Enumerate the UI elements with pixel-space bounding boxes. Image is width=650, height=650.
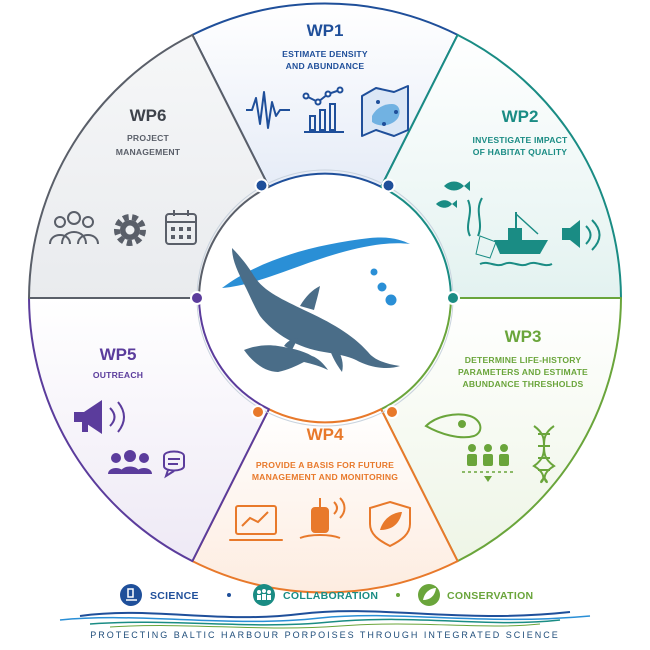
acoustic-waveform-icon bbox=[246, 91, 290, 129]
wp3-description-line-1: DETERMINE LIFE-HISTORY bbox=[465, 355, 582, 365]
fish-icon bbox=[436, 181, 470, 208]
segment-wp6 bbox=[28, 33, 270, 299]
wp5-content: WP5 OUTREACH bbox=[74, 345, 185, 479]
wp4-description-line-2: MANAGEMENT AND MONITORING bbox=[252, 472, 398, 482]
porpoise-skull-icon bbox=[424, 413, 482, 439]
separator-dot bbox=[227, 593, 231, 597]
wp1-title: WP1 bbox=[307, 21, 344, 40]
pillar-collaboration-label: COLLABORATION bbox=[283, 590, 378, 602]
bubble bbox=[370, 268, 378, 276]
pillar-science: SCIENCE bbox=[120, 584, 199, 606]
wp4-description-line-1: PROVIDE A BASIS FOR FUTURE bbox=[256, 460, 394, 470]
pillar-science-label: SCIENCE bbox=[150, 590, 199, 602]
pillar-conservation: CONSERVATION bbox=[418, 584, 533, 606]
connector-dot-wp1-left bbox=[254, 178, 269, 193]
fishing-vessel-icon bbox=[475, 212, 553, 267]
dorsal-fin bbox=[300, 286, 320, 310]
wp1-description-line-2: AND ABUNDANCE bbox=[286, 61, 365, 71]
chat-bubble-icon bbox=[163, 450, 185, 479]
calendar-icon bbox=[165, 210, 197, 245]
segment-wp3 bbox=[380, 297, 622, 563]
segment-wp4 bbox=[191, 408, 459, 594]
megaphone-icon bbox=[74, 400, 125, 434]
wp2-content: WP2 INVESTIGATE IMPACT OF HABITAT QUALIT… bbox=[436, 107, 601, 267]
connector-dot-wp1-right bbox=[381, 178, 396, 193]
seaweed-icon bbox=[467, 197, 483, 237]
wp5-description: OUTREACH bbox=[93, 370, 143, 380]
laptop-chart-icon bbox=[229, 505, 283, 541]
wp6-title: WP6 bbox=[130, 106, 167, 125]
wp3-description-line-2: PARAMETERS AND ESTIMATE bbox=[458, 367, 588, 377]
wp3-content: WP3 DETERMINE LIFE-HISTORY PARAMETERS AN… bbox=[424, 327, 588, 484]
segment-wp5 bbox=[28, 297, 270, 563]
microscope-icon bbox=[120, 584, 142, 606]
wp4-content: WP4 PROVIDE A BASIS FOR FUTURE MANAGEMEN… bbox=[229, 425, 411, 548]
population-icon bbox=[462, 444, 514, 482]
wp2-description-line-2: OF HABITAT QUALITY bbox=[473, 147, 568, 157]
tagline: PROTECTING BALTIC HARBOUR PORPOISES THRO… bbox=[90, 630, 560, 640]
wp1-content: WP1 ESTIMATE DENSITY AND ABUNDANCE bbox=[246, 21, 409, 137]
adult-porpoise bbox=[232, 248, 400, 368]
wp6-description-line-2: MANAGEMENT bbox=[116, 147, 181, 157]
segment-wp2 bbox=[380, 33, 622, 299]
density-map-icon bbox=[361, 85, 409, 137]
calf-dorsal-fin bbox=[284, 338, 298, 350]
underwater-noise-icon bbox=[562, 219, 601, 251]
pectoral-fin bbox=[330, 346, 343, 372]
calf-porpoise bbox=[244, 345, 328, 372]
wp5-title: WP5 bbox=[100, 345, 137, 364]
porpoise-illustration bbox=[222, 237, 410, 372]
wp3-description-line-3: ABUNDANCE THRESHOLDS bbox=[463, 379, 584, 389]
wp4-title: WP4 bbox=[307, 425, 344, 444]
wp6-content: WP6 PROJECT MANAGEMENT bbox=[49, 106, 197, 246]
separator-dot bbox=[396, 593, 400, 597]
water-wave bbox=[222, 237, 410, 288]
wp2-description-line-1: INVESTIGATE IMPACT bbox=[473, 135, 569, 145]
connector-dot-wp4-right bbox=[385, 405, 399, 419]
connector-dot-wp4-left bbox=[251, 405, 265, 419]
group-icon bbox=[108, 450, 152, 474]
decorative-waves bbox=[59, 610, 591, 629]
bar-chart-icon bbox=[302, 86, 344, 133]
team-icon bbox=[49, 211, 99, 245]
shield-leaf-icon bbox=[369, 500, 411, 548]
dna-icon bbox=[532, 425, 556, 484]
wp1-description-line-1: ESTIMATE DENSITY bbox=[282, 49, 368, 59]
wp2-title: WP2 bbox=[502, 107, 539, 126]
pillar-conservation-label: CONSERVATION bbox=[447, 590, 533, 602]
acoustic-buoy-icon bbox=[299, 497, 346, 539]
pillars-bar: SCIENCE COLLABORATION CONSERVATION bbox=[120, 584, 533, 606]
connector-dot-wp5 bbox=[190, 291, 204, 305]
wp3-title: WP3 bbox=[505, 327, 542, 346]
wp6-description-line-1: PROJECT bbox=[127, 133, 170, 143]
pillar-collaboration: COLLABORATION bbox=[253, 584, 378, 606]
bubble bbox=[385, 294, 397, 306]
bubble bbox=[377, 282, 387, 292]
connector-dot-wp2 bbox=[446, 291, 460, 305]
gear-icon bbox=[114, 214, 146, 246]
